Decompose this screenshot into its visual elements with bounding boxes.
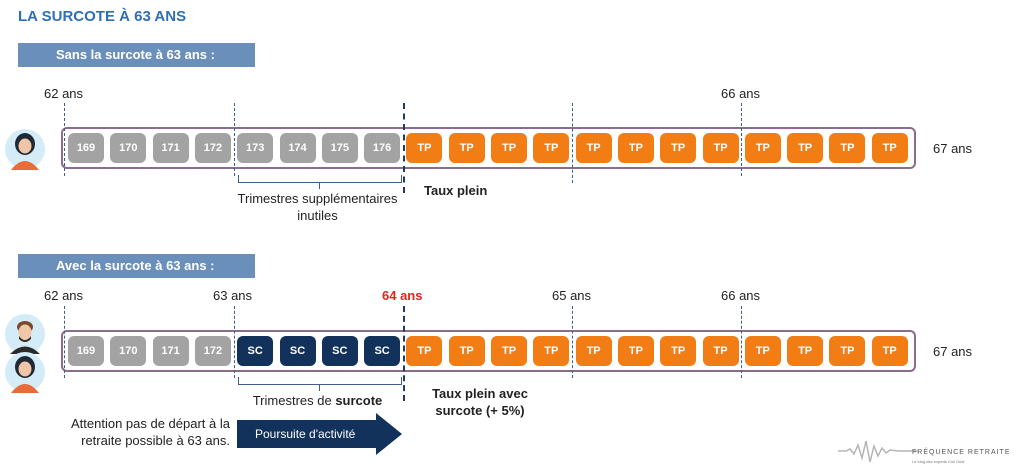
continued-activity-arrow: Poursuite d'activité xyxy=(237,420,377,448)
waveform-logo-icon xyxy=(838,440,918,463)
caption-bold-word: surcote xyxy=(335,393,383,408)
section-banner-with-surcote: Avec la surcote à 63 ans : xyxy=(18,254,255,278)
surcote-cell: SC xyxy=(364,336,401,366)
marker-63 xyxy=(234,306,235,378)
tp-cell: TP xyxy=(575,336,612,366)
trimester-cell: 172 xyxy=(194,133,231,163)
man-avatar-icon xyxy=(5,314,45,354)
tp-cell: TP xyxy=(660,133,697,163)
logo-tagline: Le blog des experts Cnil Gest xyxy=(912,459,965,464)
brace-surcote-trimesters xyxy=(238,377,402,385)
tp-cell: TP xyxy=(787,336,824,366)
trimester-cell: 170 xyxy=(110,133,147,163)
woman-avatar-icon xyxy=(5,352,45,393)
note-no-departure: Attention pas de départ à la retraite po… xyxy=(70,416,230,448)
age-label-62: 62 ans xyxy=(44,288,84,303)
marker-62 xyxy=(64,103,65,176)
caption-taux-plein: Taux plein xyxy=(424,183,488,198)
surcote-cell: SC xyxy=(321,336,358,366)
tp-cell: TP xyxy=(406,336,443,366)
tp-cell: TP xyxy=(744,336,781,366)
tp-cell: TP xyxy=(533,133,570,163)
tp-cell: TP xyxy=(575,133,612,163)
age-label-67: 67 ans xyxy=(933,344,973,359)
trimester-cell: 175 xyxy=(321,133,358,163)
tp-cell: TP xyxy=(871,336,908,366)
marker-65 xyxy=(572,103,573,183)
tp-cell: TP xyxy=(491,336,527,366)
caption-extra-trimesters: Trimestres supplémentaires inutiles xyxy=(237,191,398,223)
marker-62 xyxy=(64,306,65,378)
age-label-64: 64 ans xyxy=(382,288,423,303)
page-title: LA SURCOTE À 63 ANS xyxy=(18,8,187,25)
caption-prefix: Trimestres de xyxy=(252,393,336,408)
surcote-cell: SC xyxy=(279,336,316,366)
trimester-cell: 173 xyxy=(237,133,274,163)
tp-cell: TP xyxy=(448,336,485,366)
section-banner-without-surcote: Sans la surcote à 63 ans : xyxy=(18,43,255,67)
caption-surcote-trimesters: Trimestres de surcote xyxy=(230,392,405,409)
trimester-cell: 174 xyxy=(279,133,316,163)
marker-64 xyxy=(403,306,405,401)
trimester-cell: 169 xyxy=(68,133,104,163)
tp-cell: TP xyxy=(617,133,654,163)
tp-cell: TP xyxy=(829,336,866,366)
tp-cell: TP xyxy=(448,133,485,163)
age-label-65: 65 ans xyxy=(552,288,592,303)
woman-avatar-icon xyxy=(5,129,45,170)
brace-tick xyxy=(319,385,320,391)
tp-cell: TP xyxy=(533,336,570,366)
marker-66 xyxy=(741,306,742,378)
logo-name: FRÉQUENCE RETRAITE xyxy=(912,449,1011,456)
tp-cell: TP xyxy=(787,133,824,163)
marker-65 xyxy=(572,306,573,378)
trimester-cell: 171 xyxy=(152,336,189,366)
trimester-cell: 170 xyxy=(110,336,147,366)
trimester-cell: 171 xyxy=(152,133,189,163)
arrow-head-icon xyxy=(376,413,402,455)
age-label-62: 62 ans xyxy=(44,86,84,101)
tp-cell: TP xyxy=(871,133,908,163)
tp-cell: TP xyxy=(702,336,739,366)
tp-cell: TP xyxy=(744,133,781,163)
age-label-66: 66 ans xyxy=(721,288,761,303)
marker-64 xyxy=(403,103,405,193)
caption-taux-plein-surcote: Taux plein avec surcote (+ 5%) xyxy=(432,386,528,418)
trimester-cell: 172 xyxy=(194,336,231,366)
surcote-cell: SC xyxy=(237,336,274,366)
age-label-66: 66 ans xyxy=(721,86,761,101)
marker-63 xyxy=(234,103,235,176)
brace-extra-trimesters xyxy=(238,175,402,183)
tp-cell: TP xyxy=(702,133,739,163)
tp-cell: TP xyxy=(406,133,443,163)
tp-cell: TP xyxy=(491,133,527,163)
tp-cell: TP xyxy=(829,133,866,163)
marker-66 xyxy=(741,103,742,176)
age-label-63: 63 ans xyxy=(213,288,253,303)
tp-cell: TP xyxy=(660,336,697,366)
tp-cell: TP xyxy=(617,336,654,366)
age-label-67: 67 ans xyxy=(933,141,973,156)
brace-tick xyxy=(319,183,320,189)
trimester-cell: 169 xyxy=(68,336,104,366)
trimester-cell: 176 xyxy=(364,133,401,163)
